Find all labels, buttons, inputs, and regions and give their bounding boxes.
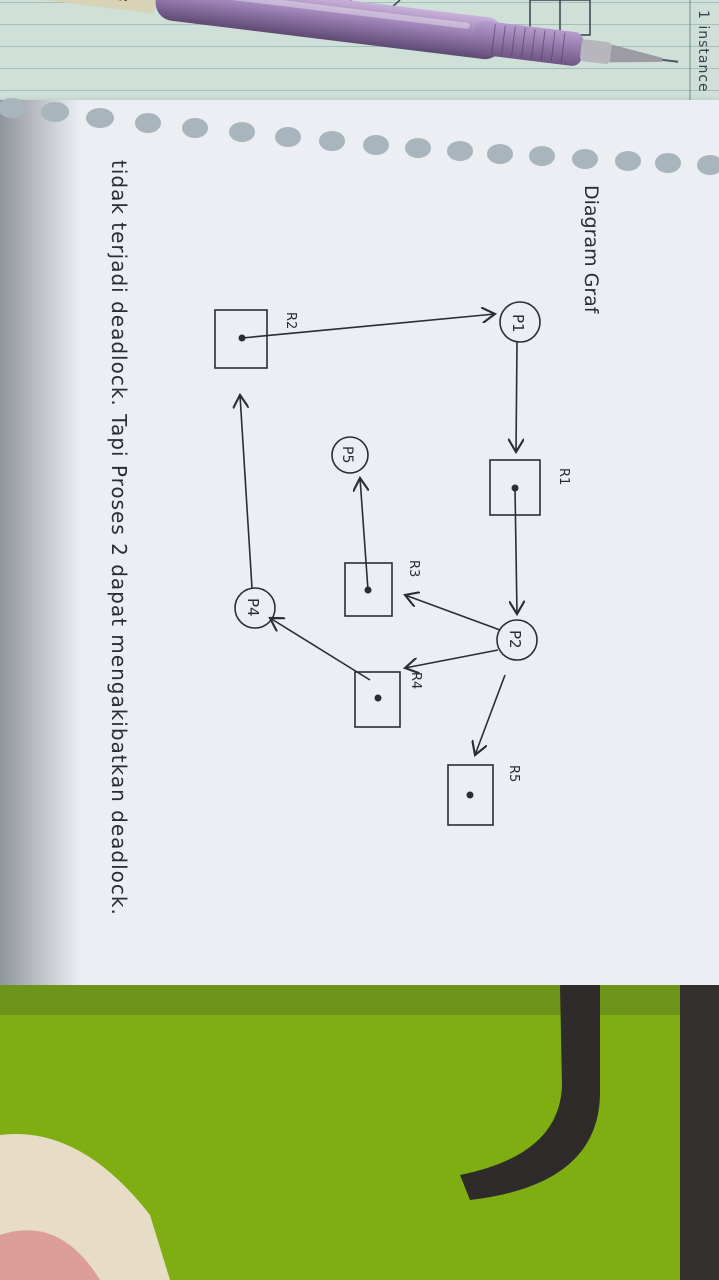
edge-p4-r2 (240, 395, 253, 589)
label-r5: R5 (506, 765, 521, 782)
pen (0, 0, 679, 66)
edge-r3-p5 (360, 478, 368, 591)
label-p5: P5 (339, 446, 355, 463)
label-p1: P1 (509, 314, 527, 333)
resource-node-r2 (214, 309, 268, 369)
pen-barcode-label (0, 0, 159, 14)
underlying-page-text: 1 instance (695, 10, 711, 93)
pen-grip (472, 20, 584, 66)
resource-node-r4 (354, 671, 401, 728)
edge-p2-r4 (405, 649, 499, 668)
pen-barrel (155, 0, 504, 60)
resource-node-r3 (344, 562, 393, 617)
cloth-dark-stripe (460, 985, 600, 1200)
diagram-heading: Diagram Graf (580, 185, 602, 315)
edge-r1-p2 (515, 487, 517, 614)
label-r3: R3 (406, 560, 421, 577)
pen-metal-cone (580, 39, 612, 64)
resource-node-r5 (447, 764, 494, 826)
label-r4: R4 (408, 672, 423, 689)
label-r1: R1 (556, 468, 571, 485)
edge-r2-p1 (241, 314, 495, 339)
edge-r4-p4 (270, 618, 371, 681)
label-r2: R2 (283, 312, 298, 329)
edge-p2-r3 (405, 595, 501, 631)
conclusion-text: tidak terjadi deadlock. Tapi Proses 2 da… (107, 160, 131, 916)
process-node-p4 (234, 587, 276, 629)
paper-sheet (0, 100, 719, 1005)
hand-shadow (0, 100, 80, 1005)
process-node-p2 (496, 619, 538, 661)
process-node-p5 (331, 436, 369, 474)
edge-p1-r1 (516, 341, 517, 452)
green-cloth (0, 985, 719, 1280)
label-p2: P2 (506, 630, 524, 649)
binder-holes (0, 98, 719, 175)
process-node-p1 (499, 301, 541, 343)
edge-p2-r5 (475, 674, 506, 755)
label-p4: P4 (244, 598, 262, 617)
